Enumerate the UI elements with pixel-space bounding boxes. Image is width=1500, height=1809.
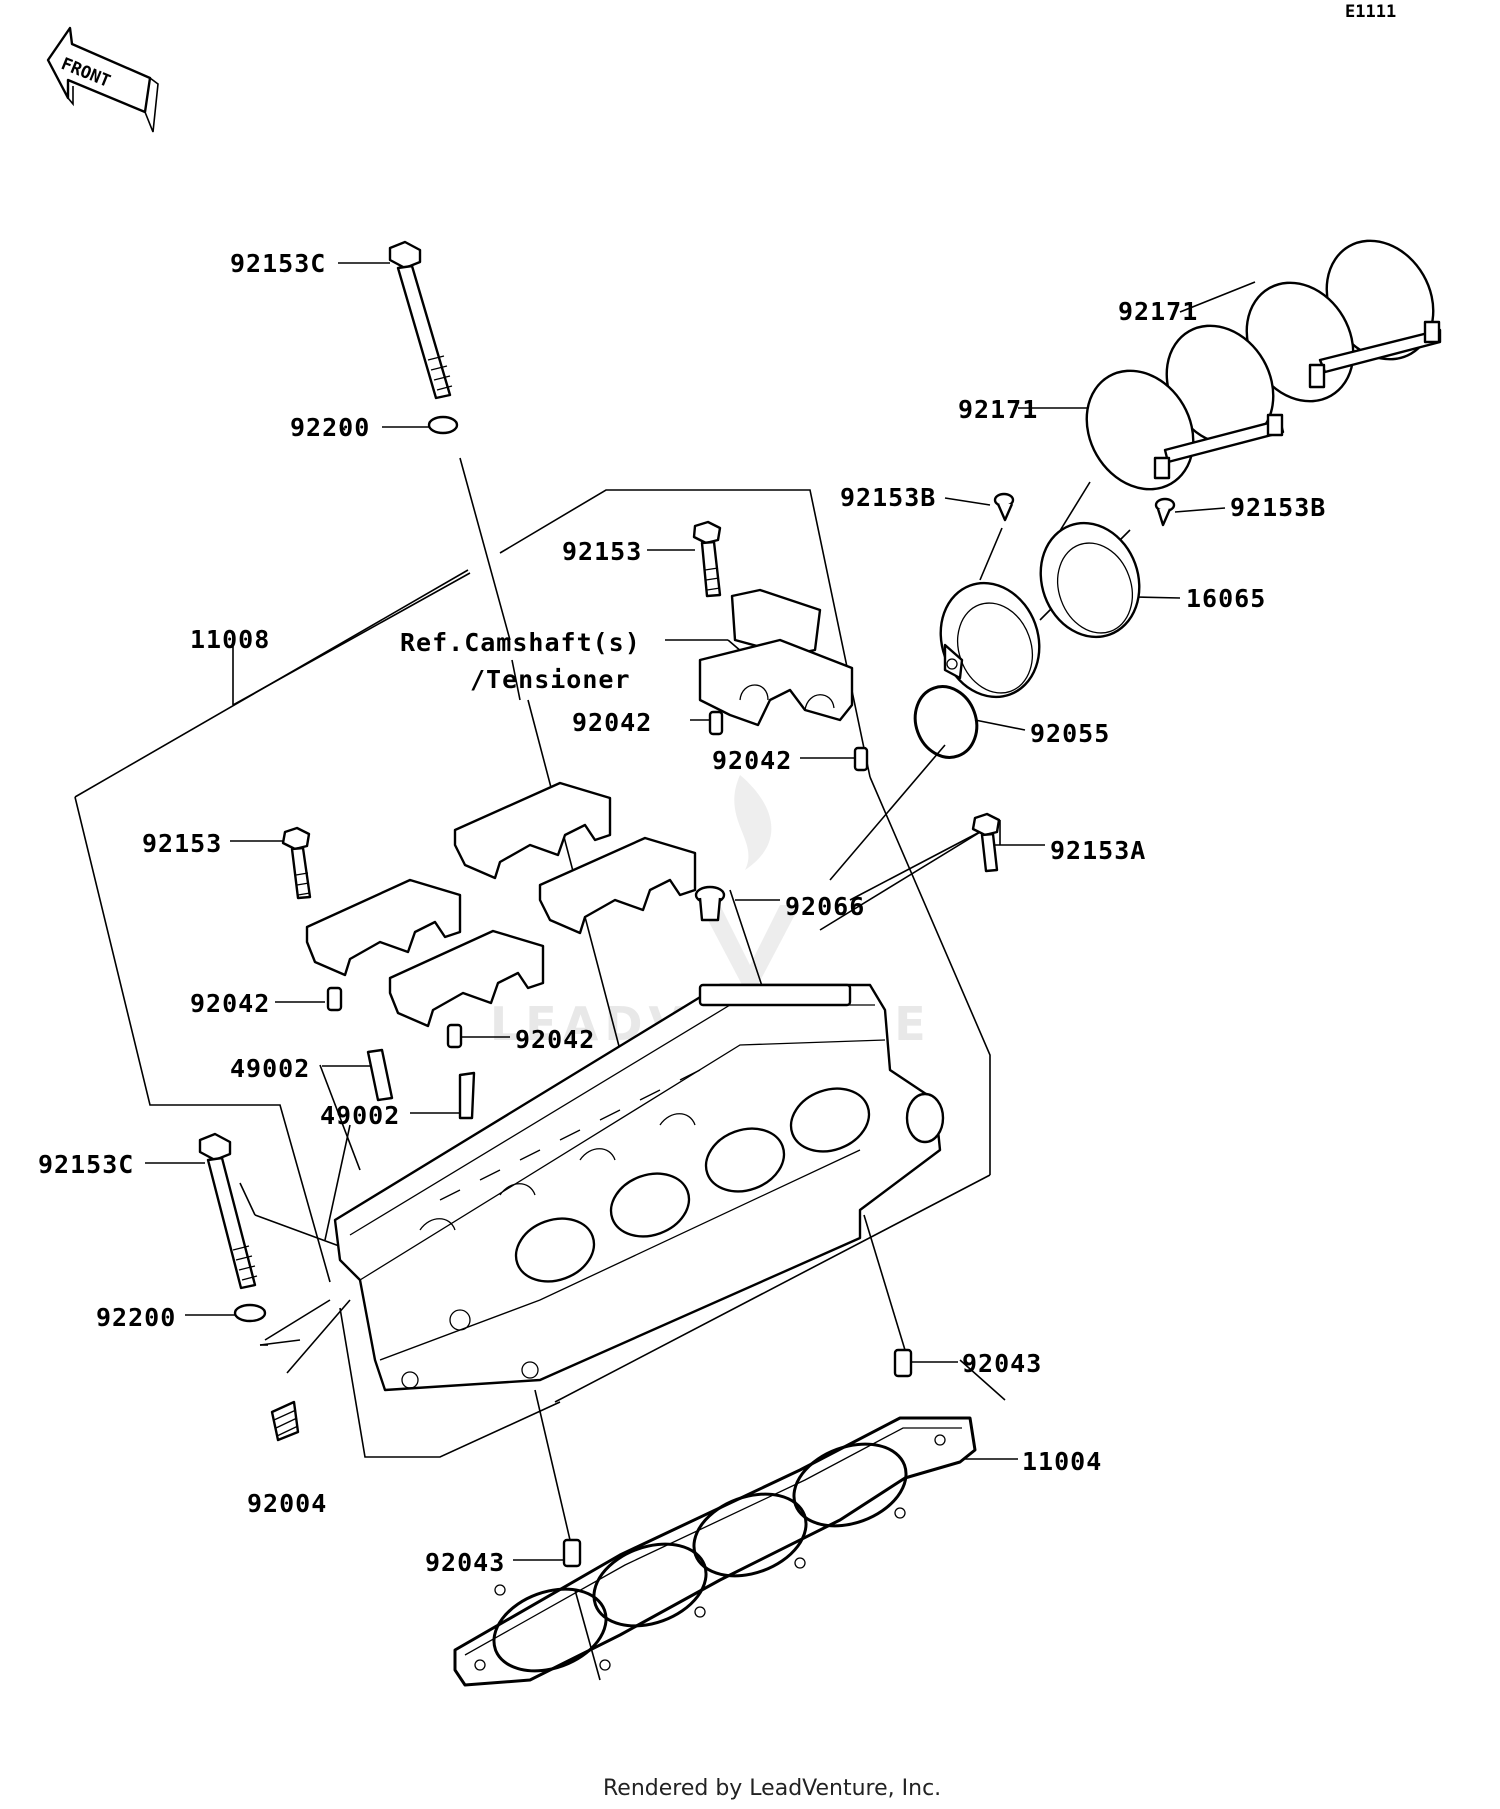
label-92153b-left: 92153B	[840, 483, 936, 512]
plug-92066	[694, 885, 726, 922]
label-92200-top: 92200	[290, 413, 370, 442]
clamps-92171	[1085, 239, 1442, 491]
assembly-frame	[74, 489, 991, 1458]
dowel-92042-d	[446, 1023, 463, 1049]
label-16065: 16065	[1186, 584, 1266, 613]
holders-16065	[939, 521, 1141, 699]
screw-92153b-right	[1154, 497, 1176, 527]
dowel-92043-right	[893, 1348, 913, 1378]
dowel-92042-a	[708, 710, 724, 736]
label-92200-bottom: 92200	[96, 1303, 176, 1332]
head-gasket-11004	[453, 1416, 977, 1687]
footer-credit: Rendered by LeadVenture, Inc.	[603, 1776, 941, 1801]
diagram-id: E1111	[1345, 2, 1396, 22]
label-11008: 11008	[190, 625, 270, 654]
label-92043-bottom: 92043	[425, 1548, 505, 1577]
bolt-92153c-top	[388, 240, 453, 400]
bolt-92153-left	[281, 826, 312, 900]
label-92042-a: 92042	[572, 708, 652, 737]
bracket-camshaft-cap-top	[698, 588, 854, 727]
label-ref-tensioner: /Tensioner	[470, 665, 631, 694]
screw-92153b-left	[993, 492, 1015, 522]
washer-92200-bottom	[233, 1303, 267, 1323]
label-92153c-bottom: 92153C	[38, 1150, 134, 1179]
dowel-92043-bottom	[562, 1538, 582, 1568]
dowel-92042-c	[326, 986, 343, 1012]
label-92042-c: 92042	[190, 989, 270, 1018]
camshaft-caps	[305, 781, 697, 1028]
bolt-92153-top	[692, 520, 722, 598]
label-92043-right: 92043	[962, 1349, 1042, 1378]
label-92153a: 92153A	[1050, 836, 1146, 865]
label-92153-top: 92153	[562, 537, 642, 566]
guide-49002-b	[458, 1071, 476, 1120]
label-92153b-right: 92153B	[1230, 493, 1326, 522]
label-92042-d: 92042	[515, 1025, 595, 1054]
stud-92004	[270, 1400, 300, 1442]
label-92004: 92004	[247, 1489, 327, 1518]
label-ref-camshaft: Ref.Camshaft(s)	[400, 628, 641, 657]
guide-49002-a	[366, 1048, 394, 1102]
label-92042-b: 92042	[712, 746, 792, 775]
bolt-92153c-bottom	[198, 1132, 258, 1290]
washer-92200-top	[427, 415, 459, 435]
label-49002-a: 49002	[230, 1054, 310, 1083]
dowel-92042-b	[853, 746, 869, 772]
label-92055: 92055	[1030, 719, 1110, 748]
label-92171-a: 92171	[1118, 297, 1198, 326]
label-92171-b: 92171	[958, 395, 1038, 424]
part-labels: 92153C 92200 92171 92171 92153B 92153B 9…	[38, 249, 1326, 1577]
bolt-92153a	[971, 812, 1001, 873]
label-49002-b: 49002	[320, 1101, 400, 1130]
o-ring-92055	[913, 685, 979, 759]
label-92066: 92066	[785, 892, 865, 921]
front-arrow-icon: FRONT	[46, 26, 159, 133]
cylinder-head-11008	[333, 983, 945, 1392]
label-92153c-top: 92153C	[230, 249, 326, 278]
label-92153-left: 92153	[142, 829, 222, 858]
label-11004: 11004	[1022, 1447, 1102, 1476]
